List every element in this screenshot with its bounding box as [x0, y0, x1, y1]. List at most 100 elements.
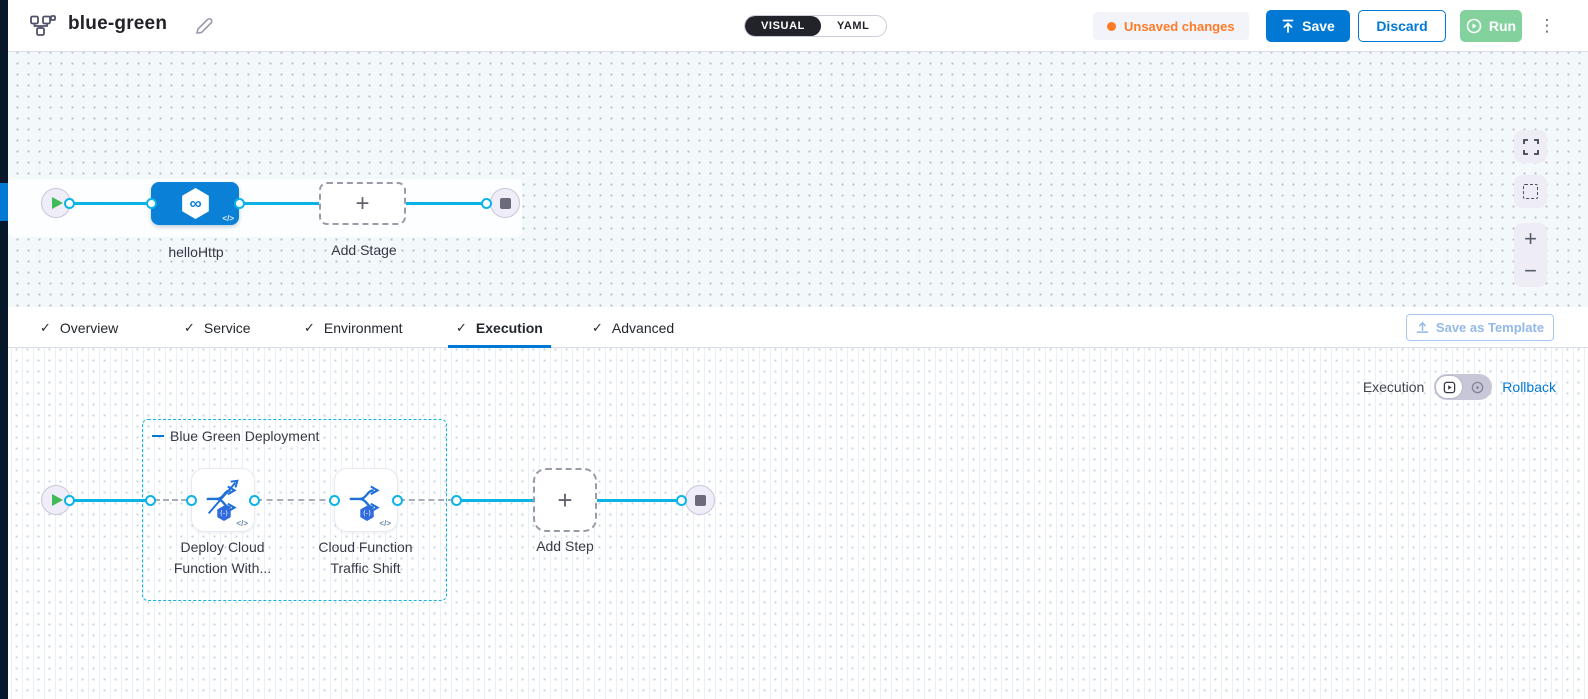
start-node-port[interactable]	[64, 198, 75, 209]
svg-text:(-): (-)	[220, 510, 228, 518]
stage-card-hellohttp[interactable]: ∞ </>	[151, 182, 239, 225]
left-nav-highlight	[0, 183, 8, 221]
check-icon: ✓	[304, 319, 315, 335]
tab-label: Execution	[475, 319, 543, 336]
left-nav-strip[interactable]	[0, 0, 8, 699]
connector-step2-groupexit	[399, 499, 454, 501]
execution-canvas[interactable]: Execution Rollback	[8, 348, 1588, 699]
unsaved-dot-icon	[1107, 21, 1116, 31]
fullscreen-icon	[1522, 138, 1539, 155]
marquee-select-icon	[1523, 184, 1538, 199]
tab-advanced[interactable]: ✓ Advanced	[588, 307, 678, 348]
collapse-group-icon[interactable]	[152, 435, 164, 437]
group-exit-port[interactable]	[451, 495, 462, 506]
check-icon: ✓	[456, 319, 467, 335]
tab-label: Environment	[323, 319, 403, 336]
deploy-cloud-function-icon: (-)	[206, 479, 239, 521]
step1-right-port[interactable]	[249, 495, 260, 506]
step1-label-line1: Deploy Cloud	[180, 539, 265, 555]
start-play-icon	[52, 494, 63, 506]
toggle-yaml[interactable]: YAML	[836, 20, 870, 32]
step2-right-port[interactable]	[392, 495, 403, 506]
step2-label-line1: Cloud Function	[318, 539, 413, 555]
run-play-icon	[1466, 18, 1482, 34]
run-label: Run	[1488, 18, 1517, 34]
step-group-label: Blue Green Deployment	[170, 428, 320, 444]
save-as-template-button[interactable]: Save as Template	[1406, 314, 1554, 341]
add-step-button[interactable]: +	[533, 468, 597, 532]
run-button[interactable]: Run	[1460, 10, 1522, 42]
stage-label: helloHttp	[168, 244, 224, 260]
edit-pencil-icon[interactable]	[194, 16, 214, 36]
add-stage-label: Add Stage	[331, 242, 397, 258]
tab-overview[interactable]: ✓ Overview	[36, 307, 122, 348]
save-button[interactable]: Save	[1266, 10, 1350, 42]
step2-left-port[interactable]	[329, 495, 340, 506]
check-icon: ✓	[40, 319, 51, 335]
rollback-link[interactable]: Rollback	[1502, 379, 1556, 395]
zoom-in-button[interactable]: +	[1524, 226, 1537, 251]
group-entry-port[interactable]	[145, 495, 156, 506]
zoom-controls: + −	[1514, 223, 1547, 287]
step2-label: Cloud Function Traffic Shift	[283, 537, 448, 579]
end-stop-icon	[499, 197, 511, 209]
stage-tabbar: ✓ Overview ✓ Service ✓ Environment ✓ Exe…	[8, 307, 1588, 348]
connector-start-group	[72, 499, 147, 502]
execution-end-port[interactable]	[676, 495, 687, 506]
step-group-header: Blue Green Deployment	[152, 428, 319, 444]
save-label: Save	[1302, 18, 1335, 34]
zoom-out-button[interactable]: −	[1524, 258, 1537, 283]
start-play-icon	[52, 197, 63, 209]
tab-execution[interactable]: ✓ Execution	[448, 307, 551, 348]
step1-left-port[interactable]	[186, 495, 197, 506]
check-icon: ✓	[592, 319, 603, 335]
step-deploy-cloud-function[interactable]: (-) </>	[191, 468, 255, 532]
step-code-icon: </>	[379, 519, 391, 528]
stage-canvas[interactable]: ∞ </> helloHttp + Add Stage + −	[8, 52, 1588, 307]
more-options-kebab-icon[interactable]: ⋮	[1538, 16, 1556, 35]
pipeline-end-node	[490, 188, 520, 218]
end-stop-icon	[694, 494, 706, 506]
save-upload-icon	[1282, 19, 1294, 33]
add-stage-button[interactable]: +	[319, 182, 406, 225]
unsaved-changes-label: Unsaved changes	[1124, 18, 1235, 34]
stage-left-port[interactable]	[146, 198, 157, 209]
toggle-visual[interactable]: VISUAL	[745, 16, 821, 36]
execution-rollback-toggle[interactable]	[1434, 374, 1493, 400]
add-stage-plus-icon: +	[355, 189, 370, 217]
add-step-label: Add Step	[536, 538, 594, 554]
step-cloud-function-traffic-shift[interactable]: (-) </>	[334, 468, 398, 532]
selected-row-band	[8, 179, 522, 237]
end-node-port[interactable]	[481, 198, 492, 209]
tab-label: Overview	[59, 319, 119, 336]
marquee-select-button[interactable]	[1514, 175, 1547, 208]
tab-label: Service	[203, 319, 251, 336]
tab-label: Advanced	[611, 319, 675, 336]
step-code-icon: </>	[236, 519, 248, 528]
check-icon: ✓	[184, 319, 195, 335]
tab-service[interactable]: ✓ Service	[180, 307, 255, 348]
discard-label: Discard	[1376, 18, 1428, 34]
rollback-segment[interactable]	[1463, 381, 1491, 394]
stage-right-port[interactable]	[234, 198, 245, 209]
tab-environment[interactable]: ✓ Environment	[300, 307, 407, 348]
connector-step1-step2	[256, 499, 336, 501]
execution-start-port[interactable]	[64, 495, 75, 506]
svg-text:(-): (-)	[363, 510, 371, 518]
step1-label-line2: Function With...	[173, 560, 272, 576]
step-group-blue-green[interactable]	[142, 419, 447, 601]
execution-mode-row: Execution Rollback	[1363, 374, 1556, 400]
fullscreen-button[interactable]	[1514, 130, 1547, 163]
save-as-template-label: Save as Template	[1435, 320, 1545, 335]
execution-end-node	[685, 485, 715, 515]
header-bar: blue-green VISUAL YAML Unsaved changes S…	[8, 0, 1588, 52]
rollback-segment-icon	[1471, 381, 1484, 393]
traffic-shift-icon: (-)	[349, 485, 380, 521]
execution-segment[interactable]	[1435, 375, 1464, 399]
step2-label-line2: Traffic Shift	[330, 560, 401, 576]
connector-start-stage	[72, 202, 147, 205]
unsaved-changes-badge: Unsaved changes	[1093, 12, 1249, 40]
step1-label: Deploy Cloud Function With...	[140, 537, 305, 579]
discard-button[interactable]: Discard	[1358, 10, 1446, 42]
